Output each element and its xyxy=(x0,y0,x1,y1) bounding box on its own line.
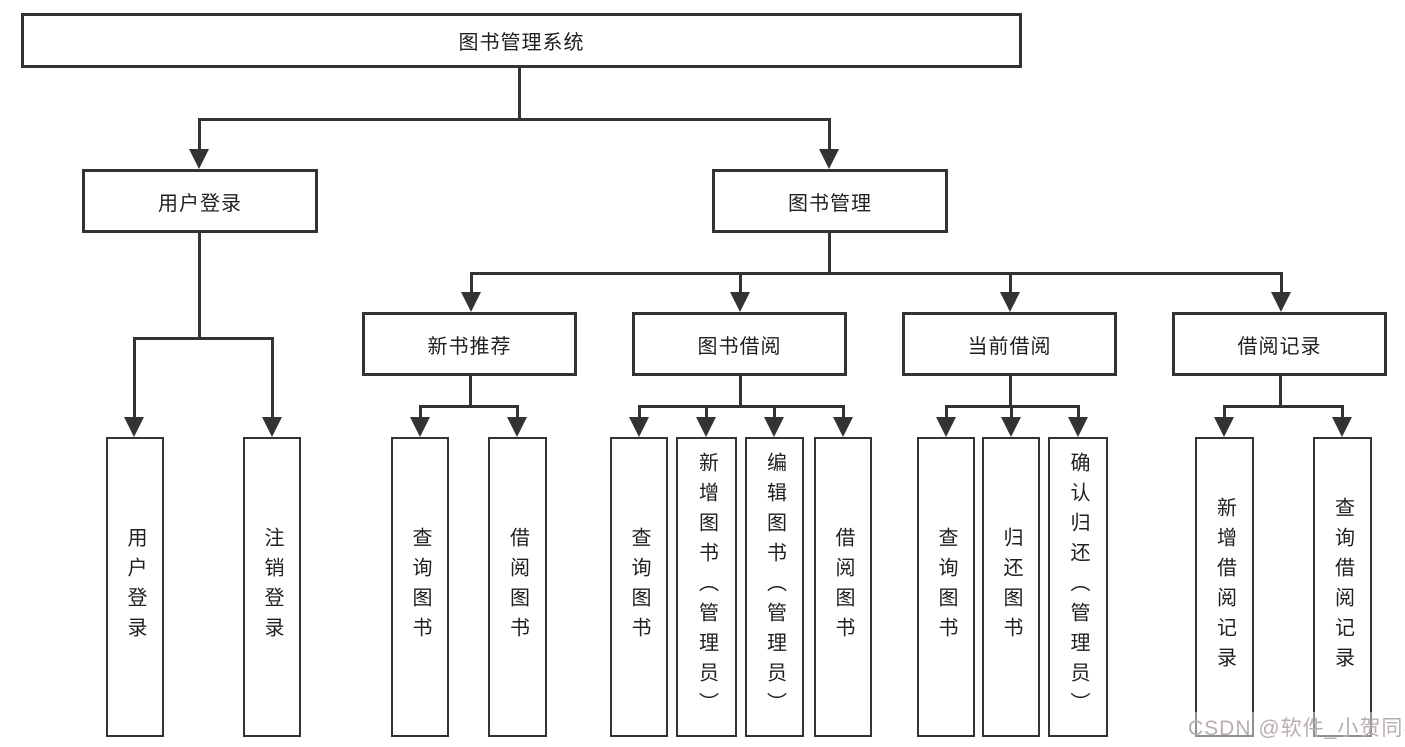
node-new-book-recommend-label: 新书推荐 xyxy=(427,335,512,358)
arrowhead-down xyxy=(936,417,956,437)
node-current-borrow: 当前借阅 xyxy=(902,312,1117,376)
leaf-add-borrow-record-label: 新增借阅记录 xyxy=(1213,497,1236,677)
leaf-query-books-current-label: 查询图书 xyxy=(935,527,957,647)
leaf-query-borrow-record-label: 查询借阅记录 xyxy=(1331,497,1354,677)
arrowhead-down xyxy=(629,417,649,437)
connector-line xyxy=(828,118,831,154)
arrowhead-down xyxy=(1001,417,1021,437)
node-borrow-records-label: 借阅记录 xyxy=(1237,335,1322,358)
arrowhead-down xyxy=(189,149,209,169)
node-system-root: 图书管理系统 xyxy=(21,13,1022,68)
connector-line xyxy=(739,272,742,294)
arrowhead-down xyxy=(461,292,481,312)
leaf-return-books-label: 归还图书 xyxy=(1000,527,1022,647)
connector-line xyxy=(773,405,776,420)
leaf-query-borrow-record: 查询借阅记录 xyxy=(1313,437,1372,737)
node-system-root-label: 图书管理系统 xyxy=(458,32,585,54)
connector-line xyxy=(469,376,472,407)
node-new-book-recommend: 新书推荐 xyxy=(362,312,577,376)
connector-line xyxy=(1010,405,1013,420)
connector-line xyxy=(638,405,845,408)
connector-line xyxy=(1341,405,1344,420)
csdn-watermark: CSDN @软件_小贺同学 xyxy=(1186,712,1405,742)
connector-line xyxy=(198,118,831,121)
leaf-borrow-books-recommend: 借阅图书 xyxy=(488,437,547,737)
connector-line xyxy=(419,405,422,420)
node-current-borrow-label: 当前借阅 xyxy=(967,335,1052,358)
leaf-add-book-admin: 新增图书（管理员） xyxy=(676,437,737,737)
leaf-query-books-borrow-label: 查询图书 xyxy=(628,527,650,647)
leaf-confirm-return-admin-label: 确认归还（管理员） xyxy=(1067,452,1089,722)
leaf-borrow-books-borrow-label: 借阅图书 xyxy=(832,527,854,647)
leaf-return-books: 归还图书 xyxy=(982,437,1040,737)
arrowhead-down xyxy=(507,417,527,437)
connector-line xyxy=(470,272,1283,275)
leaf-edit-book-admin-label: 编辑图书（管理员） xyxy=(763,452,786,722)
connector-line xyxy=(945,405,948,420)
arrowhead-down xyxy=(1000,292,1020,312)
connector-line xyxy=(198,118,201,154)
node-book-management-label: 图书管理 xyxy=(788,192,872,215)
connector-line xyxy=(470,272,473,294)
leaf-logout: 注销登录 xyxy=(243,437,301,737)
arrowhead-down xyxy=(1332,417,1352,437)
leaf-add-borrow-record: 新增借阅记录 xyxy=(1195,437,1254,737)
arrowhead-down xyxy=(819,149,839,169)
arrowhead-down xyxy=(1214,417,1234,437)
connector-line xyxy=(271,337,274,421)
leaf-query-books-recommend-label: 查询图书 xyxy=(409,527,431,647)
connector-line xyxy=(518,68,521,121)
connector-line xyxy=(1279,376,1282,407)
leaf-edit-book-admin: 编辑图书（管理员） xyxy=(745,437,804,737)
leaf-user-login-label: 用户登录 xyxy=(124,527,146,647)
connector-line xyxy=(419,405,519,408)
leaf-logout-label: 注销登录 xyxy=(261,527,283,647)
arrowhead-down xyxy=(833,417,853,437)
connector-line xyxy=(638,405,641,420)
arrowhead-down xyxy=(764,417,784,437)
connector-line xyxy=(133,337,136,421)
connector-line xyxy=(516,405,519,420)
arrowhead-down xyxy=(1271,292,1291,312)
node-user-login: 用户登录 xyxy=(82,169,318,233)
leaf-add-book-admin-label: 新增图书（管理员） xyxy=(695,452,718,722)
leaf-confirm-return-admin: 确认归还（管理员） xyxy=(1048,437,1108,737)
node-book-management: 图书管理 xyxy=(712,169,948,233)
connector-line xyxy=(828,233,831,275)
connector-line xyxy=(1280,272,1283,294)
leaf-borrow-books-recommend-label: 借阅图书 xyxy=(506,527,529,647)
connector-line xyxy=(1009,272,1012,294)
arrowhead-down xyxy=(730,292,750,312)
leaf-user-login: 用户登录 xyxy=(106,437,164,737)
connector-line xyxy=(1077,405,1080,420)
leaf-borrow-books-borrow: 借阅图书 xyxy=(814,437,872,737)
node-book-borrow: 图书借阅 xyxy=(632,312,847,376)
arrowhead-down xyxy=(1068,417,1088,437)
arrowhead-down xyxy=(410,417,430,437)
connector-line xyxy=(198,233,201,340)
connector-line xyxy=(133,337,274,340)
leaf-query-books-recommend: 查询图书 xyxy=(391,437,449,737)
arrowhead-down xyxy=(262,417,282,437)
leaf-query-books-borrow: 查询图书 xyxy=(610,437,668,737)
connector-line xyxy=(705,405,708,420)
arrowhead-down xyxy=(124,417,144,437)
connector-line xyxy=(739,376,742,407)
arrowhead-down xyxy=(696,417,716,437)
connector-line xyxy=(1223,405,1344,408)
connector-line xyxy=(1009,376,1012,407)
node-book-borrow-label: 图书借阅 xyxy=(697,335,782,358)
connector-line xyxy=(842,405,845,420)
node-user-login-label: 用户登录 xyxy=(158,192,242,215)
node-borrow-records: 借阅记录 xyxy=(1172,312,1387,376)
connector-line xyxy=(1223,405,1226,420)
leaf-query-books-current: 查询图书 xyxy=(917,437,975,737)
